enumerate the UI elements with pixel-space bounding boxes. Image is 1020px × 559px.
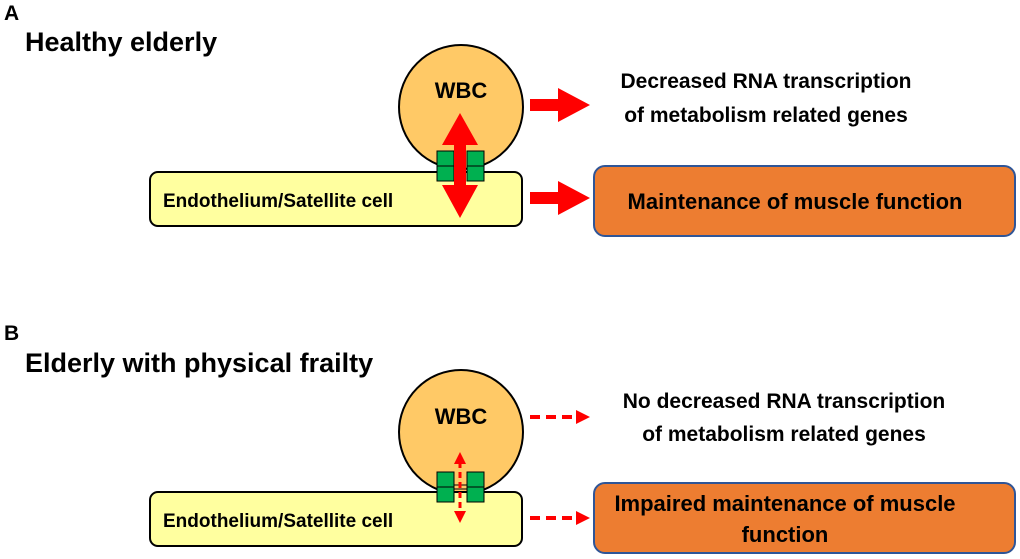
outcome-text-line: of metabolism related genes (624, 104, 908, 127)
outcome-text-line: No decreased RNA transcription (623, 390, 945, 413)
panel-b: B Elderly with physical frailty WBC Endo… (4, 322, 1016, 554)
arrow-right-icon (530, 88, 590, 122)
dashed-arrow-right-icon (530, 410, 590, 424)
panel-title: Elderly with physical frailty (25, 348, 373, 378)
outcome-text-line: Decreased RNA transcription (621, 70, 912, 93)
dashed-double-arrow-icon (454, 452, 466, 523)
result-box-text: Impaired maintenance of muscle (614, 491, 955, 516)
result-box-text: function (742, 522, 829, 547)
endothelium-label: Endothelium/Satellite cell (163, 191, 393, 212)
endothelium-cell (149, 491, 523, 547)
panel-letter: A (4, 2, 19, 25)
result-box (593, 482, 1016, 554)
arrow-right-icon (530, 181, 590, 215)
panel-letter: B (4, 322, 19, 345)
result-box (593, 165, 1016, 237)
endothelium-cell (149, 171, 523, 227)
panel-a: A Healthy elderly WBC Endothelium/Satell… (4, 2, 1016, 237)
wbc-label: WBC (435, 78, 488, 103)
double-arrow-icon (442, 113, 478, 218)
wbc-label: WBC (435, 404, 488, 429)
dashed-arrow-right-icon (530, 511, 590, 525)
result-box-text: Maintenance of muscle function (628, 189, 963, 214)
outcome-text-line: of metabolism related genes (642, 423, 926, 446)
receptor-pair (436, 471, 485, 503)
endothelium-label: Endothelium/Satellite cell (163, 511, 393, 532)
panel-title: Healthy elderly (25, 27, 217, 57)
